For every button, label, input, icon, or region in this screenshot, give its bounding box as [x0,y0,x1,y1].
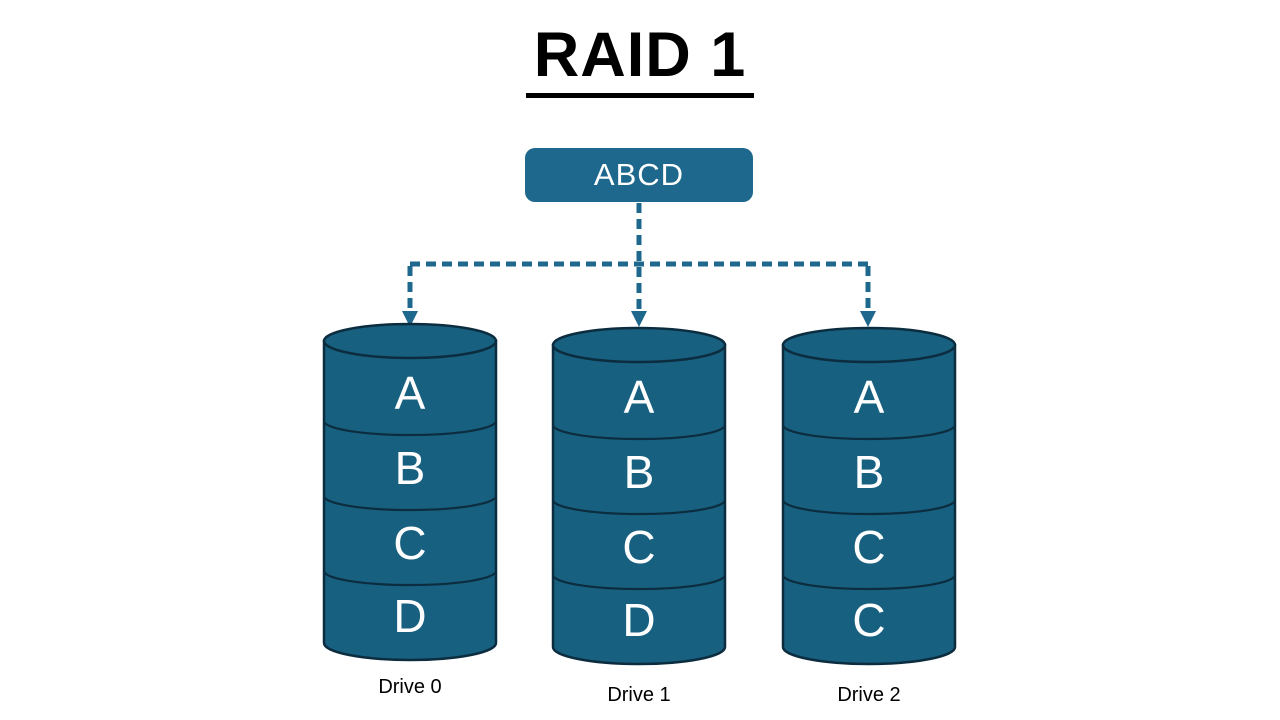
segment-divider [551,499,727,516]
source-data-block: ABCD [525,148,753,202]
cylinder-top [322,322,498,360]
drive-0: A B C D Drive 0 [320,321,500,699]
block-label: A [395,367,426,419]
cylinder-body [322,339,498,662]
segment-divider [551,574,727,591]
block-label: C [852,594,885,646]
segment-divider [781,574,957,591]
segment-divider [551,424,727,441]
segment-divider [322,495,498,512]
block-label: B [854,446,885,498]
block-label: C [622,521,655,573]
arrowhead-right-icon [860,311,876,327]
drive-2-label: Drive 2 [837,684,901,706]
cylinder-body [781,343,957,666]
block-label: D [622,594,655,646]
segment-divider [322,570,498,587]
drive-0-cylinder-icon: A B C D [322,322,498,662]
block-label: C [852,521,885,573]
segment-divider [781,424,957,441]
cylinder-body [551,343,727,666]
block-label: B [624,446,655,498]
block-label: B [395,442,426,494]
arrowhead-center-icon [631,311,647,327]
cylinder-top [551,326,727,364]
cylinder-top [781,326,957,364]
segment-divider [322,420,498,437]
block-label: C [393,517,426,569]
drive-2: A B C C Drive 2 [779,325,959,707]
drive-1: A B C D Drive 1 [549,325,729,707]
block-label: D [393,590,426,642]
page-title: RAID 1 [525,22,755,99]
block-label: A [854,371,885,423]
source-data-label: ABCD [593,157,685,192]
drive-1-cylinder-icon: A B C D [551,326,727,666]
connector-arrows [402,203,876,327]
drive-2-cylinder-icon: A B C C [781,326,957,666]
segment-divider [781,499,957,516]
drive-0-label: Drive 0 [378,676,442,698]
block-label: A [624,371,655,423]
title-wrap: RAID 1 [0,22,1280,99]
arrowhead-left-icon [402,311,418,327]
drive-1-label: Drive 1 [607,684,671,706]
